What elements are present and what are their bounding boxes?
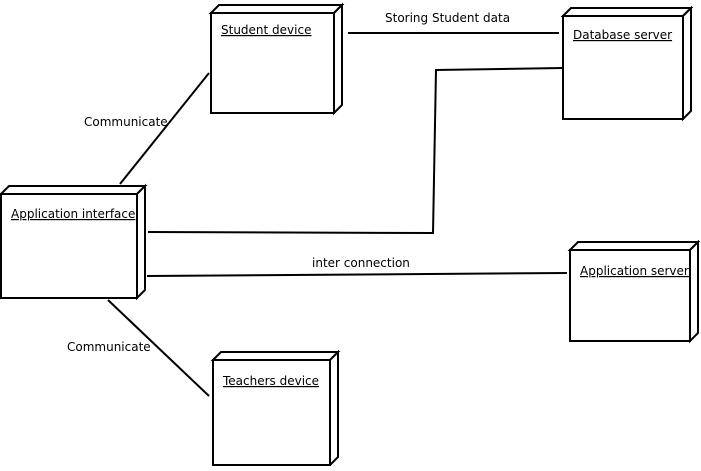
node-database-server-label: Database server — [573, 28, 672, 42]
node-application-interface-side — [136, 183, 146, 301]
edge-interface-teachers — [107, 299, 210, 397]
node-application-interface[interactable]: Application interface — [0, 183, 148, 301]
node-teachers-device-box — [212, 359, 331, 466]
node-student-device-box — [210, 12, 335, 114]
edge-label-interface-student: Communicate — [84, 115, 168, 129]
node-application-interface-label: Application interface — [11, 207, 135, 221]
node-application-server-side — [689, 239, 699, 344]
edge-interface-database — [147, 67, 564, 235]
node-student-device[interactable]: Student device — [208, 2, 345, 116]
node-application-interface-top — [0, 185, 148, 195]
edge-interface-student — [119, 72, 210, 185]
node-database-server[interactable]: Database server — [560, 5, 694, 122]
node-teachers-device-top — [210, 351, 341, 361]
edge-interface-server — [146, 272, 568, 277]
node-application-server-box — [569, 249, 691, 342]
node-teachers-device-side — [329, 349, 339, 468]
edge-label-interface-server: inter connection — [312, 256, 410, 270]
node-teachers-device[interactable]: Teachers device — [210, 349, 341, 468]
edge-label-student-database: Storing Student data — [385, 11, 510, 25]
node-application-server-label: Application server — [580, 264, 689, 278]
node-database-server-top — [560, 7, 694, 17]
node-student-device-side — [333, 2, 343, 116]
node-student-device-label: Student device — [221, 23, 311, 37]
node-application-interface-box — [0, 193, 138, 299]
node-database-server-box — [562, 15, 684, 120]
node-database-server-side — [682, 5, 692, 122]
node-application-server-top — [567, 241, 701, 251]
edge-label-interface-teachers: Communicate — [67, 340, 151, 354]
node-application-server[interactable]: Application server — [567, 239, 701, 344]
node-teachers-device-label: Teachers device — [222, 374, 319, 388]
node-student-device-top — [208, 4, 345, 14]
